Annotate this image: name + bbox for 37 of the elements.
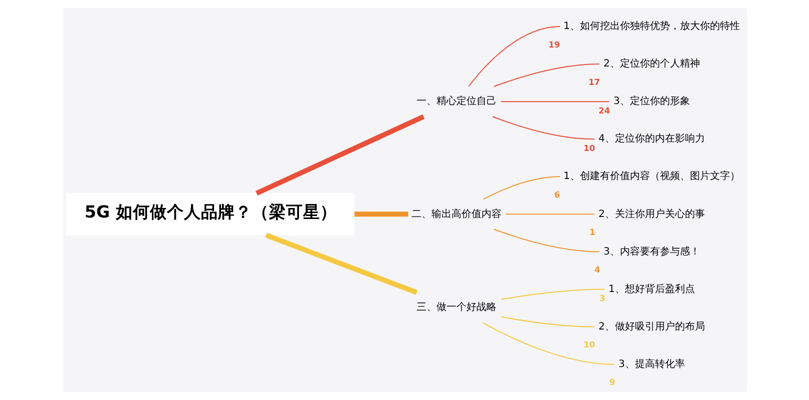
node-label: 4 (594, 264, 600, 275)
node-text: 二、输出高价值内容 (411, 208, 502, 220)
node-box: 5G 如何做个人品牌？（梁可星） (65, 192, 354, 236)
connector (492, 228, 600, 252)
node-text: 三、做一个好战略 (416, 302, 496, 314)
connector (492, 116, 594, 140)
node-text: 一、精心定位自己 (416, 96, 496, 108)
node-text: 3、提高转化率 (618, 358, 684, 370)
node-label: 19 (548, 39, 560, 50)
node-label: 3 (598, 292, 605, 303)
node-text: 1、如何挖出你独特优势，放大你的特性 (562, 21, 740, 32)
node-label: 10 (583, 142, 595, 153)
connector (482, 176, 560, 200)
connector (500, 316, 594, 328)
node-text: 2、定位你的个人精神 (603, 58, 700, 70)
node-text: 1、想好背后盈利点 (608, 284, 694, 295)
node-label: 17 (588, 76, 600, 87)
connector (468, 26, 560, 87)
node-label: 1 (588, 227, 595, 238)
node-label: 10 (583, 340, 595, 350)
connector (255, 114, 424, 196)
connector (504, 214, 594, 215)
node-text: 2、关注你用户关心的事 (598, 208, 704, 220)
node-text: 3、内容要有参与感！ (603, 246, 700, 258)
node-text: 2、做好吸引用户的布局 (598, 321, 704, 332)
connector (354, 212, 408, 217)
connector (482, 322, 614, 365)
node-label: 6 (554, 190, 560, 200)
node-text: 1、创建有价值内容（视频、图片文字） (562, 171, 740, 182)
connector (264, 232, 418, 295)
connector (492, 64, 600, 88)
node-label: 9 (608, 377, 615, 388)
node-text: 3、定位你的形象 (613, 96, 690, 108)
connector (500, 288, 604, 300)
node-text: 4、定位你的内在影响力 (598, 134, 704, 145)
connector (500, 101, 610, 102)
node-label: 24 (598, 105, 610, 116)
